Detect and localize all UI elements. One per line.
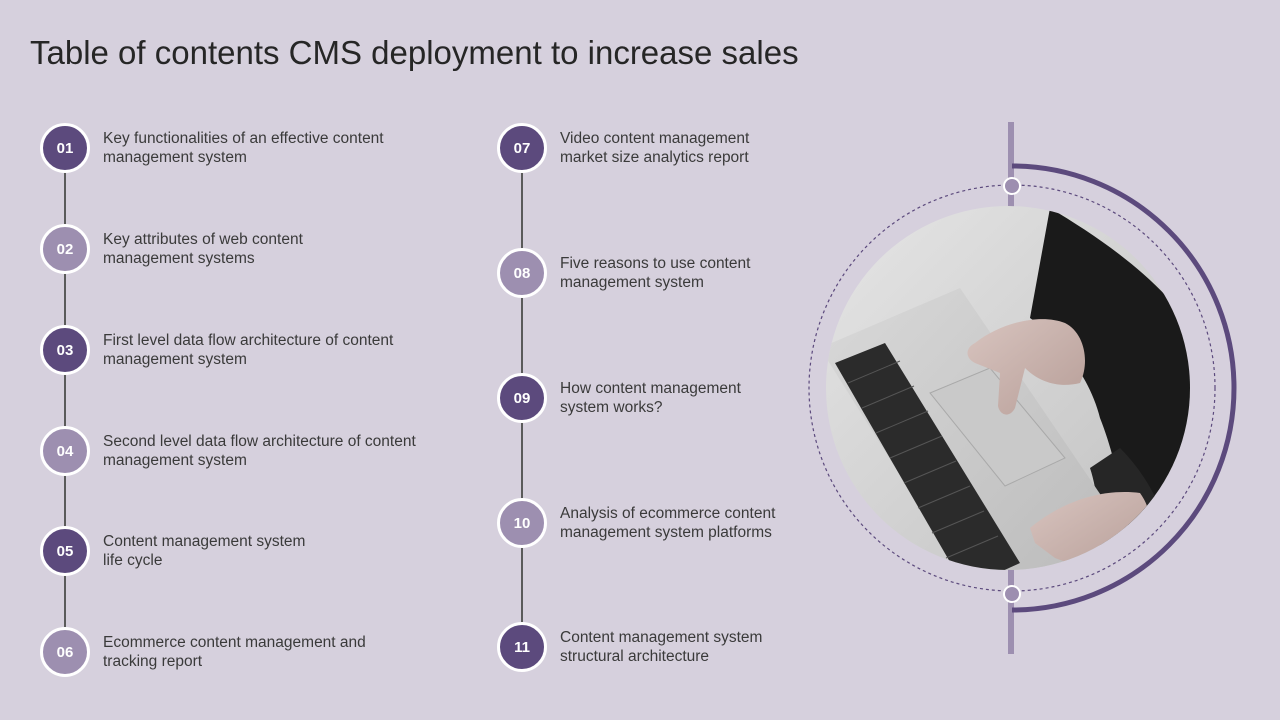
toc-item-08[interactable]: 08 Five reasons to use content managemen… (497, 248, 917, 300)
toc-item-07[interactable]: 07 Video content management market size … (497, 123, 917, 175)
toc-item-10[interactable]: 10 Analysis of ecommerce content managem… (497, 498, 917, 550)
toc-item-label: Content management system structural arc… (560, 629, 763, 665)
toc-item-06[interactable]: 06 Ecommerce content management and trac… (40, 627, 460, 679)
number-badge: 03 (40, 325, 90, 375)
toc-item-11[interactable]: 11 Content management system structural … (497, 622, 917, 674)
toc-item-label: How content management system works? (560, 380, 741, 416)
laptop-typing-photo-icon (808, 122, 1237, 654)
toc-item-label: Analysis of ecommerce content management… (560, 505, 776, 541)
number-badge: 09 (497, 373, 547, 423)
timeline-connector (64, 148, 66, 653)
page-title: Table of contents CMS deployment to incr… (30, 34, 799, 71)
number-badge: 02 (40, 224, 90, 274)
laptop-typing-illustration (800, 118, 1260, 658)
number-badge: 07 (497, 123, 547, 173)
number-badge: 04 (40, 426, 90, 476)
number-badge: 01 (40, 123, 90, 173)
toc-item-label: Five reasons to use content management s… (560, 255, 751, 291)
number-badge: 11 (497, 622, 547, 672)
toc-item-label: Key functionalities of an effective cont… (103, 130, 384, 166)
toc-item-label: Ecommerce content management and trackin… (103, 634, 366, 670)
toc-item-label: Video content management market size ana… (560, 130, 750, 166)
toc-item-04[interactable]: 04 Second level data flow architecture o… (40, 426, 460, 478)
number-badge: 06 (40, 627, 90, 677)
toc-item-03[interactable]: 03 First level data flow architecture of… (40, 325, 460, 377)
toc-item-label: First level data flow architecture of co… (103, 332, 394, 368)
toc-item-01[interactable]: 01 Key functionalities of an effective c… (40, 123, 460, 175)
toc-item-label: Key attributes of web content management… (103, 231, 303, 267)
toc-item-09[interactable]: 09 How content management system works? (497, 373, 917, 425)
toc-item-05[interactable]: 05 Content management system life cycle (40, 526, 460, 578)
toc-item-label: Second level data flow architecture of c… (103, 433, 416, 469)
number-badge: 10 (497, 498, 547, 548)
number-badge: 05 (40, 526, 90, 576)
toc-item-02[interactable]: 02 Key attributes of web content managem… (40, 224, 460, 276)
number-badge: 08 (497, 248, 547, 298)
toc-item-label: Content management system life cycle (103, 533, 306, 569)
